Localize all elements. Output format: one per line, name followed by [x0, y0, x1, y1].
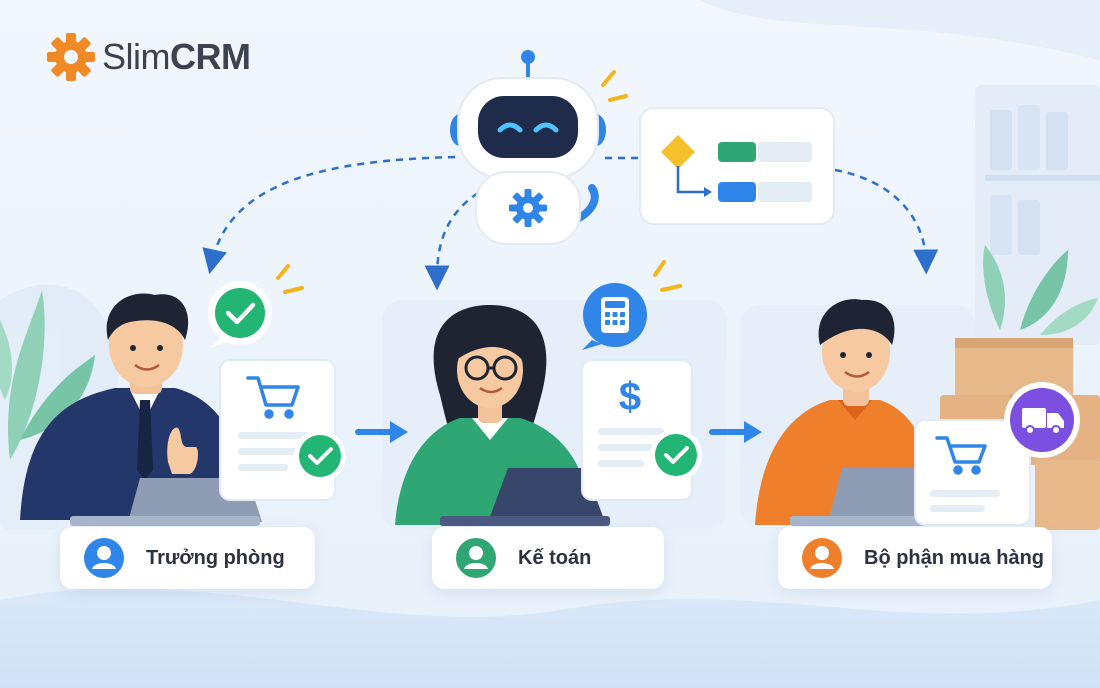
dollar-icon: $: [619, 375, 641, 419]
order-document-1: [219, 359, 346, 501]
gear-icon: [47, 33, 95, 81]
plant-right: [983, 245, 1098, 335]
user-avatar-icon: [456, 538, 496, 578]
laptop-2: [440, 468, 610, 526]
flow-arrow-1: [355, 421, 408, 443]
workflow-diagram-icon: [639, 107, 835, 225]
role-label-purchaser: Bộ phận mua hàng: [864, 546, 1044, 569]
checkmark-icon: [208, 264, 304, 348]
brand-name-bold: CRM: [170, 36, 251, 77]
dashed-arrow-left: [202, 155, 456, 275]
brand-name: SlimCRM: [102, 32, 251, 82]
role-card-manager: Trưởng phòng: [60, 527, 315, 589]
role-label-manager: Trưởng phòng: [146, 546, 285, 569]
plant-left: [0, 290, 95, 460]
role-card-purchaser: Bộ phận mua hàng: [778, 527, 1052, 589]
dashed-arrow-middle: [424, 191, 479, 291]
user-avatar-icon: [802, 538, 842, 578]
brand-name-light: Slim: [102, 36, 171, 77]
person-purchaser: [755, 299, 935, 525]
dashed-arrow-far-right: [834, 168, 939, 275]
brand-logo: SlimCRM: [46, 32, 251, 82]
invoice-document: $: [581, 359, 702, 501]
order-document-2: [914, 419, 1031, 526]
role-card-accountant: Kế toán: [432, 527, 664, 589]
delivery-truck-icon: [1004, 382, 1080, 458]
robot-icon: [450, 50, 628, 245]
role-label-accountant: Kế toán: [518, 546, 592, 569]
user-avatar-icon: [84, 538, 124, 578]
shopping-cart-icon: [246, 376, 300, 419]
flow-arrow-2: [709, 421, 762, 443]
calculator-icon: [582, 260, 682, 350]
